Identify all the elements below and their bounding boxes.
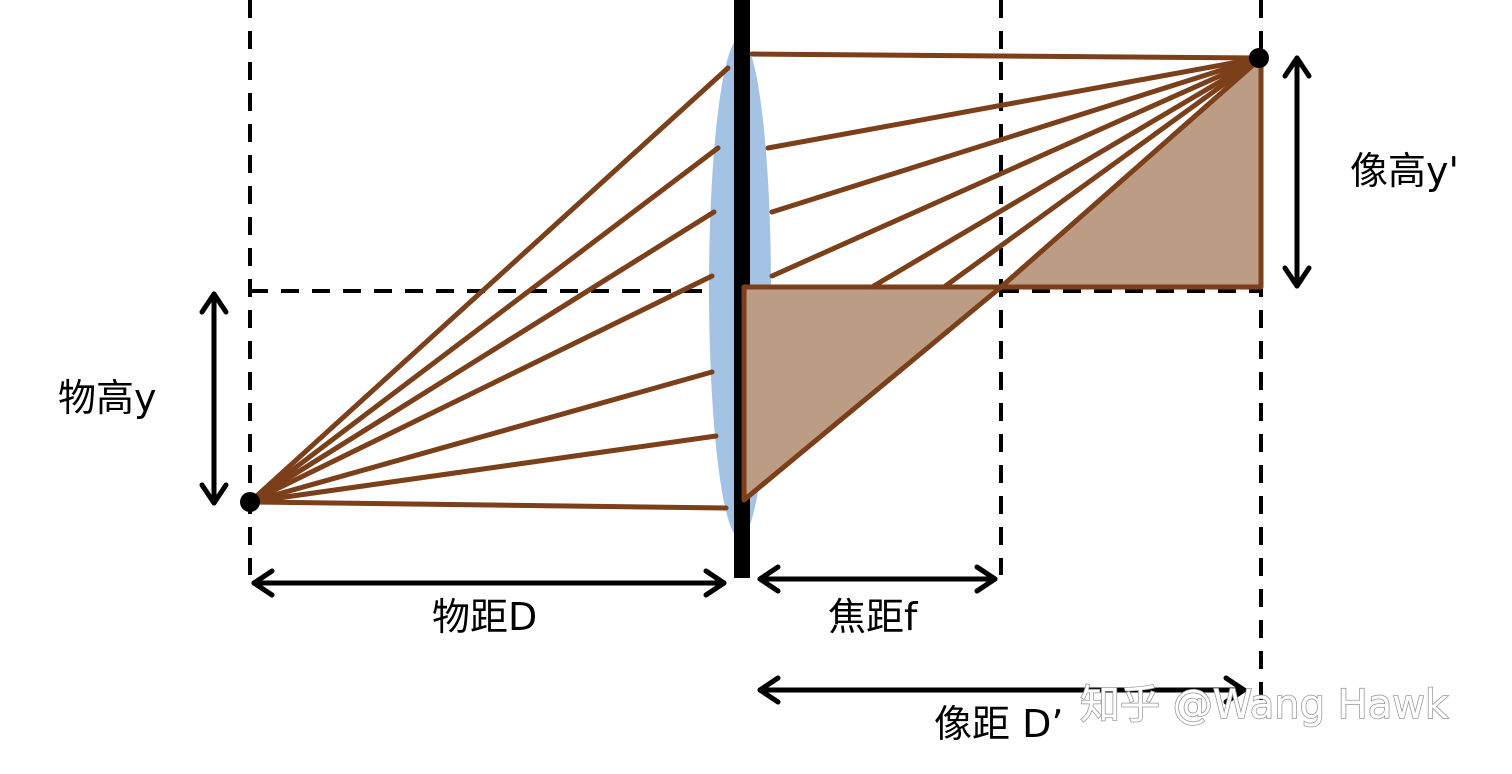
image-height-arrow bbox=[1282, 55, 1312, 289]
focal-length-arrow bbox=[757, 564, 998, 594]
object-distance-arrow bbox=[251, 568, 727, 598]
ray-in bbox=[247, 369, 715, 505]
ray-in bbox=[247, 433, 719, 505]
ray-in bbox=[247, 499, 729, 511]
object-height-label: 物高y bbox=[58, 376, 157, 420]
image-rays bbox=[749, 51, 1263, 290]
ray-out bbox=[769, 55, 1263, 279]
ray-in bbox=[247, 209, 717, 505]
ray-out bbox=[765, 55, 1263, 151]
ray-out bbox=[749, 51, 1263, 61]
image-point bbox=[1249, 48, 1269, 68]
image-triangle bbox=[998, 55, 1264, 290]
ray-out bbox=[941, 55, 1263, 290]
ray-in bbox=[247, 273, 715, 505]
ray-in bbox=[247, 145, 721, 505]
image-distance-label: 像距 D’ bbox=[934, 702, 1063, 746]
ray-in bbox=[247, 65, 731, 505]
image-height-label: 像高y' bbox=[1350, 149, 1459, 193]
object-point bbox=[240, 492, 260, 512]
object-distance-label: 物距D bbox=[432, 595, 537, 639]
ray-out bbox=[869, 55, 1263, 290]
object-rays bbox=[247, 65, 731, 511]
watermark: 知乎 @Wang Hawk bbox=[1080, 682, 1449, 728]
image-distance-arrow bbox=[757, 675, 1247, 705]
focal-length-label: 焦距f bbox=[828, 595, 919, 639]
ray-out bbox=[769, 55, 1263, 215]
object-height-arrow bbox=[199, 291, 229, 506]
focal-triangle bbox=[741, 284, 1004, 503]
